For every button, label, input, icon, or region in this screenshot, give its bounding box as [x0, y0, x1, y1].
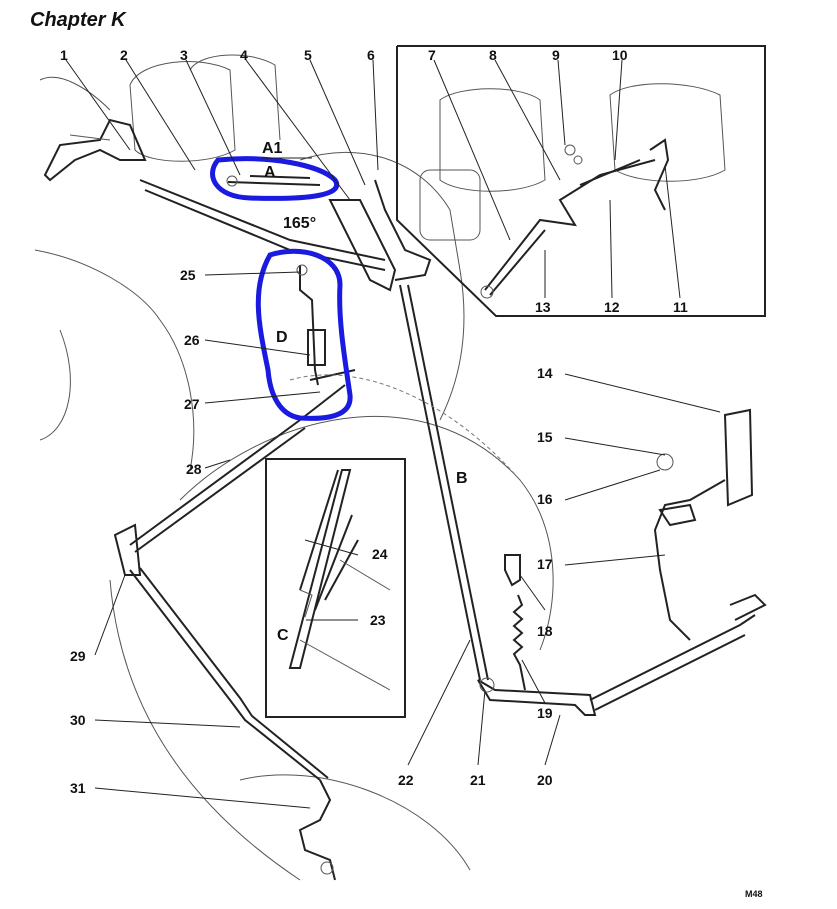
part-label-21: 21 — [470, 772, 486, 788]
part-label-8: 8 — [489, 47, 497, 63]
part-label-20: 20 — [537, 772, 553, 788]
part-label-18: 18 — [537, 623, 553, 639]
inset-upper — [396, 45, 766, 317]
figure-code: M48 — [745, 889, 763, 899]
part-label-28: 28 — [186, 461, 202, 477]
angle-label: 165° — [283, 215, 316, 232]
leader-lines — [65, 59, 721, 809]
part-label-5: 5 — [304, 47, 312, 63]
highlights — [210, 156, 353, 421]
part-label-16: 16 — [537, 491, 553, 507]
part-label-13: 13 — [535, 299, 551, 315]
part-label-30: 30 — [70, 712, 86, 728]
part-label-10: 10 — [612, 47, 628, 63]
part-label-26: 26 — [184, 332, 200, 348]
part-label-2: 2 — [120, 47, 128, 63]
part-label-24: 24 — [372, 546, 388, 562]
engine-background — [34, 54, 554, 881]
part-labels: 1 2 3 4 5 6 7 8 9 10 11 12 13 14 15 16 1… — [60, 47, 688, 796]
chapter-title: Chapter K — [30, 9, 127, 31]
part-label-7: 7 — [428, 47, 436, 63]
part-label-25: 25 — [180, 267, 196, 283]
part-label-22: 22 — [398, 772, 414, 788]
part-label-14: 14 — [537, 365, 553, 381]
highlight-rod-a — [210, 156, 340, 201]
part-label-11: 11 — [673, 299, 688, 315]
highlight-adjuster-d — [255, 248, 353, 421]
dimension-b-label: B — [456, 470, 468, 487]
part-label-3: 3 — [180, 47, 188, 63]
dimension-a1-label: A1 — [262, 140, 283, 157]
part-label-31: 31 — [70, 780, 86, 796]
inset-lower — [265, 458, 406, 718]
part-label-4: 4 — [240, 47, 248, 63]
part-label-27: 27 — [184, 396, 200, 412]
part-label-12: 12 — [604, 299, 620, 315]
part-label-23: 23 — [370, 612, 386, 628]
part-label-15: 15 — [537, 429, 553, 445]
part-label-1: 1 — [60, 47, 68, 63]
dimension-c-label: C — [277, 627, 289, 644]
part-label-19: 19 — [537, 705, 553, 721]
part-label-9: 9 — [552, 47, 560, 63]
part-label-29: 29 — [70, 648, 86, 664]
dimension-a-label: A — [264, 164, 276, 181]
part-label-6: 6 — [367, 47, 375, 63]
part-label-17: 17 — [537, 556, 553, 572]
dimension-d-label: D — [276, 329, 288, 346]
